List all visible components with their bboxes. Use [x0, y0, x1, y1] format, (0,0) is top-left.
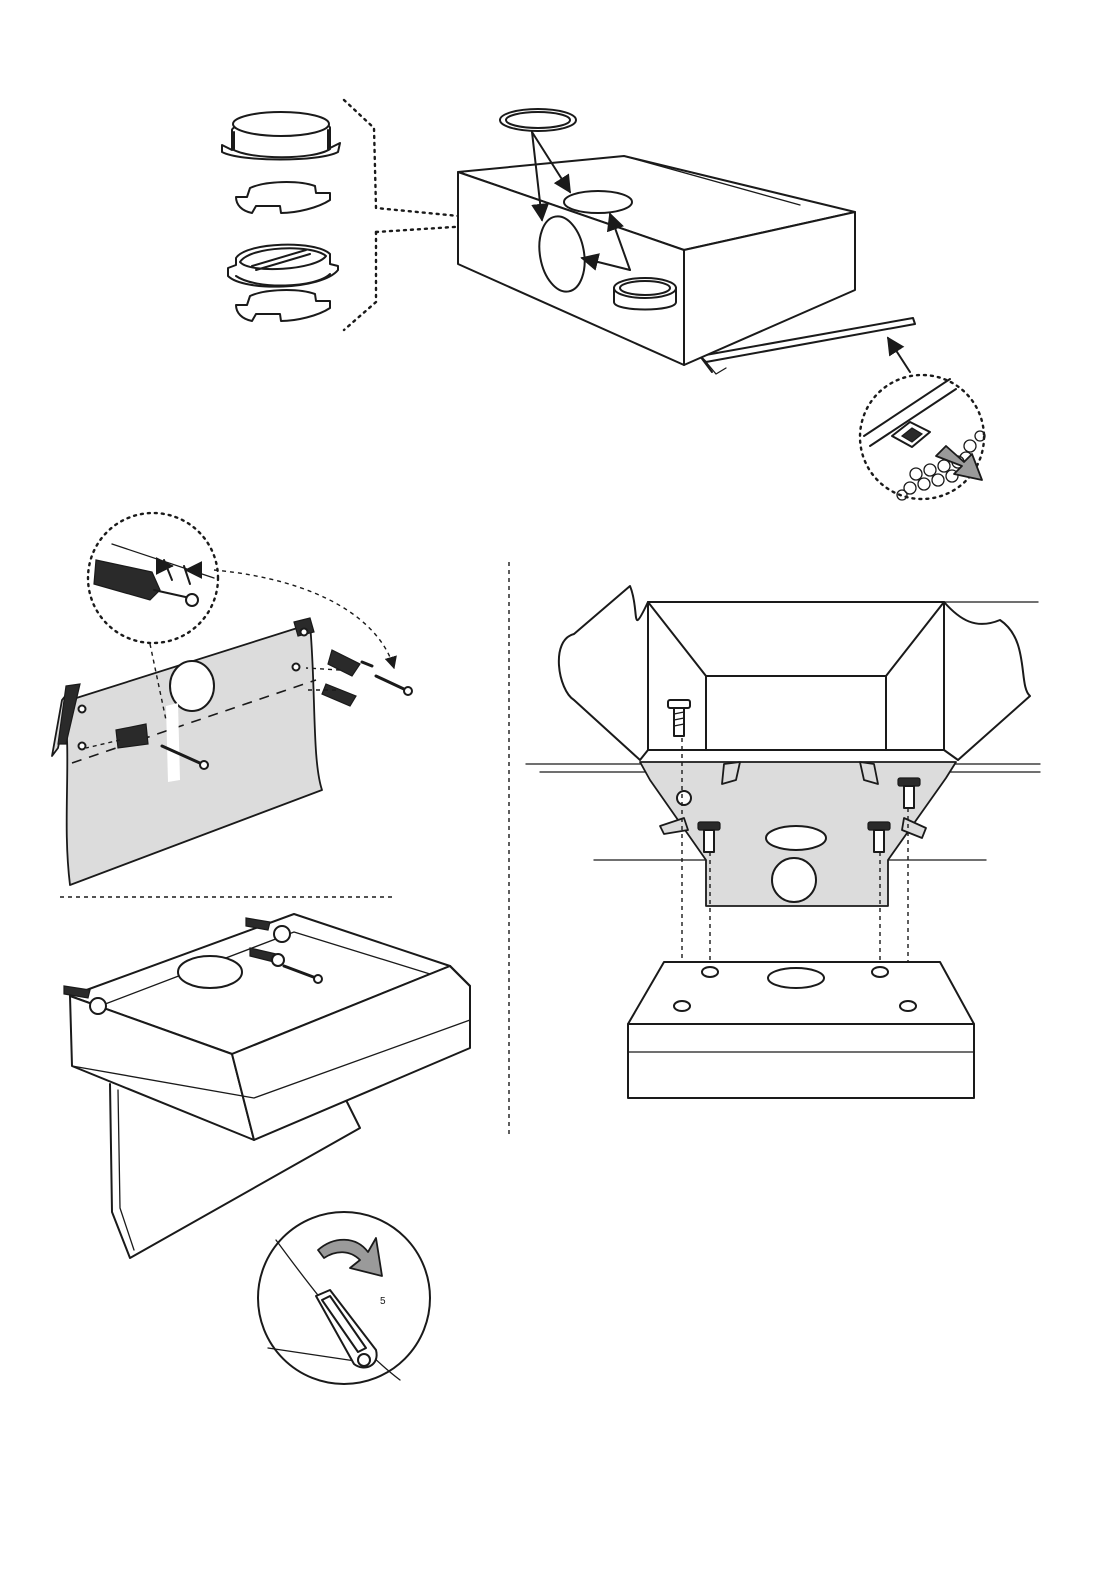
- flange-ring-icon: [236, 182, 330, 213]
- duct-ring-icon: [500, 109, 576, 131]
- dimension-marker-icon: [88, 513, 218, 643]
- outlet-collar-icon: [222, 112, 340, 160]
- cabinet-hood-icon: [628, 962, 974, 1098]
- flange-ring-icon: [236, 290, 330, 321]
- cabinet-mounting-panel: [526, 586, 1040, 1098]
- hood-body-icon: [70, 914, 470, 1140]
- duct-assembly-panel: [222, 100, 985, 500]
- lever-mark-label: 5: [380, 1296, 386, 1307]
- lock-lever-icon: 5: [258, 1212, 430, 1384]
- hood-mounting-panel: 5: [64, 914, 470, 1384]
- wall-fixing-panel: [52, 513, 412, 885]
- spigot-icon: [614, 278, 676, 310]
- cabinet-icon: [526, 586, 1040, 906]
- damper-valve-icon: [228, 245, 338, 287]
- grease-filter-icon: [860, 375, 985, 500]
- hood-body-icon: [458, 156, 915, 374]
